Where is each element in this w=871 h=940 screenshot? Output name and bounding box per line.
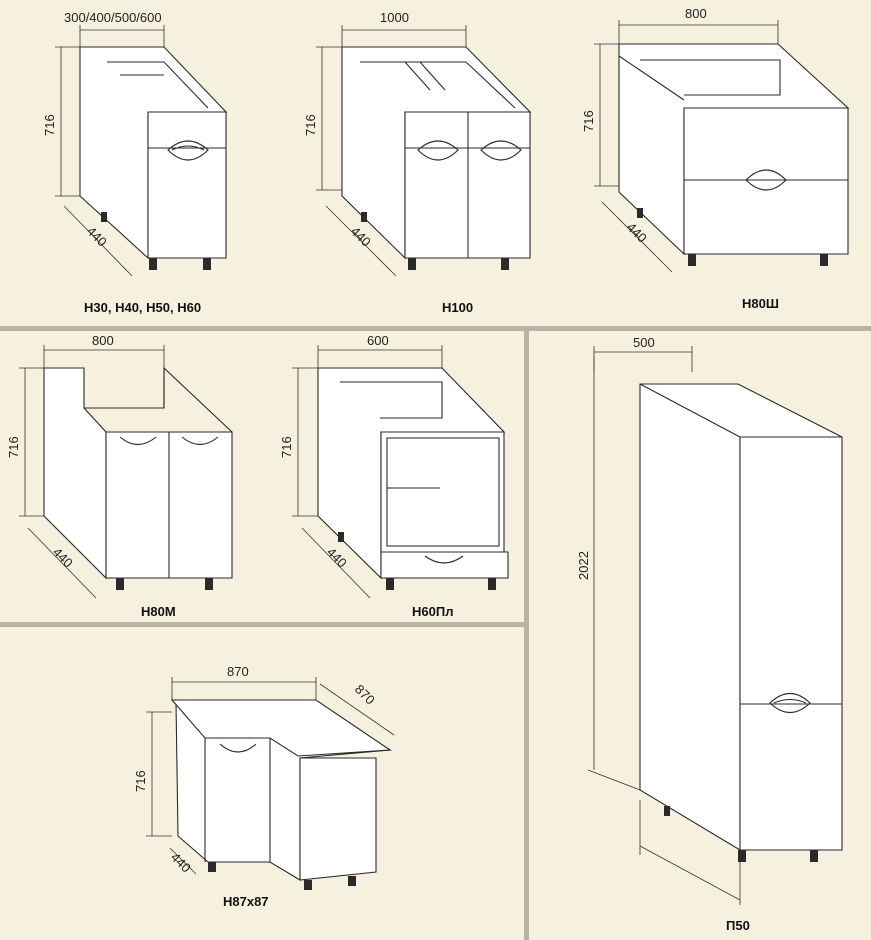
model-caption: Н87х87: [223, 894, 269, 909]
dim-width2-label: 870: [352, 682, 378, 708]
dim-height-label: 716: [6, 436, 21, 458]
dim-height-label: 716: [42, 114, 57, 136]
dim-depth-label: 440: [168, 850, 194, 876]
dim-height-label: 716: [581, 110, 596, 132]
dim-width-label: 800: [685, 6, 707, 21]
dim-height-label: 716: [303, 114, 318, 136]
dim-width-label: 600: [367, 333, 389, 348]
cabinet-n80m: 800 716 440 Н80М: [6, 333, 233, 619]
dim-depth-label: 440: [324, 545, 350, 571]
cabinet-n100: 1000 716 440 Н100: [303, 10, 532, 315]
model-caption: Н80М: [141, 604, 176, 619]
separator-vertical: [524, 331, 529, 940]
cabinet-n80sh: 800 716 440 Н80Ш: [581, 6, 850, 311]
dim-depth-label: 440: [50, 545, 76, 571]
model-caption: П50: [726, 918, 750, 933]
dim-height-label: 2022: [576, 551, 591, 580]
dim-depth-label: 440: [348, 224, 374, 250]
dim-height-label: 716: [133, 770, 148, 792]
dim-width-label: 500: [633, 335, 655, 350]
model-caption: Н30, Н40, Н50, Н60: [84, 300, 201, 315]
dim-width-label: 1000: [380, 10, 409, 25]
dim-width-label: 300/400/500/600: [64, 10, 162, 25]
dim-depth-label: 440: [84, 224, 110, 250]
cabinet-n60pl: 600 716 440 Н60Пл: [279, 333, 509, 619]
dim-width-label: 800: [92, 333, 114, 348]
cabinet-n30-n60: 300/400/500/600 716 440 Н30, Н40, Н50, Н…: [42, 10, 228, 315]
separator-horizontal-bottom: [0, 622, 524, 627]
dim-width-label: 870: [227, 664, 249, 679]
dim-depth-label: 440: [624, 220, 650, 246]
model-caption: Н100: [442, 300, 473, 315]
separator-horizontal-top: [0, 326, 871, 331]
model-caption: Н80Ш: [742, 296, 779, 311]
model-caption: Н60Пл: [412, 604, 453, 619]
cabinet-p50: 500 2022 П50: [576, 335, 843, 933]
cabinet-n87x87: 870 870 716 440 Н87х87: [133, 664, 395, 909]
dim-height-label: 716: [279, 436, 294, 458]
